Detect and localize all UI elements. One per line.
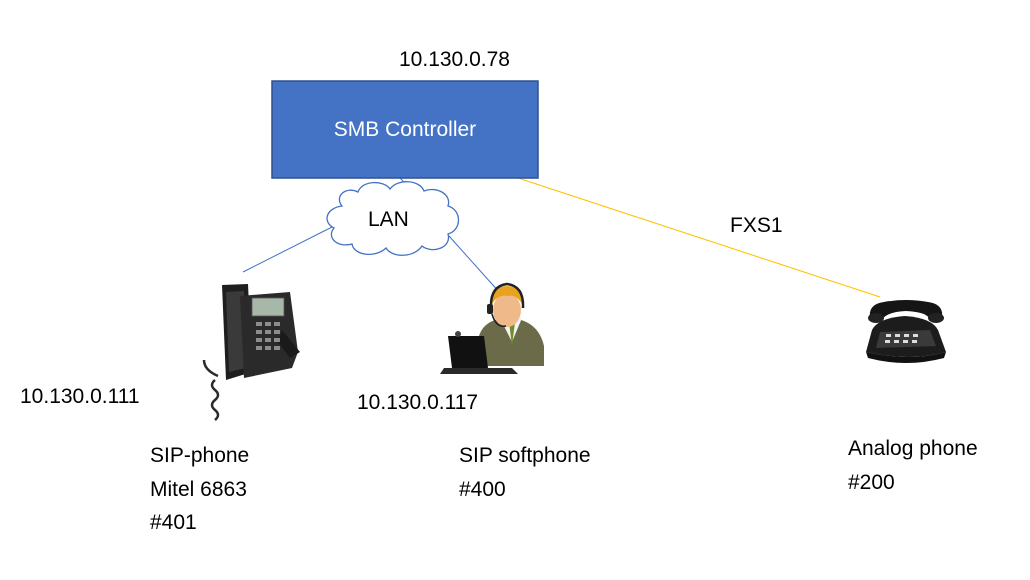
softphone-extension: #400 — [459, 478, 506, 501]
lan-cloud-icon — [326, 181, 460, 256]
sip-phone-name-line1: SIP-phone — [150, 444, 250, 467]
controller-label: SMB Controller — [333, 117, 477, 141]
fxs1-link-label: FXS1 — [730, 214, 783, 237]
analog-phone-name: Analog phone — [848, 437, 978, 460]
softphone-name: SIP softphone — [459, 444, 591, 467]
sip-phone-name-line2: Mitel 6863 — [150, 478, 247, 501]
controller-ip-label: 10.130.0.78 — [399, 48, 510, 71]
softphone-ip-label: 10.130.0.117 — [357, 391, 479, 414]
analog-phone-extension: #200 — [848, 471, 895, 494]
lan-to-softphone-link — [448, 235, 501, 294]
smb-controller-box — [271, 80, 539, 179]
fxs1-link — [517, 177, 881, 298]
lan-to-sip-phone-link — [242, 225, 335, 273]
headset-user-laptop-icon — [440, 282, 544, 374]
lan-cloud-label: LAN — [368, 208, 409, 231]
analog-telephone-icon — [866, 300, 946, 363]
sip-phone-extension: #401 — [150, 511, 197, 534]
desk-ip-phone-icon — [202, 284, 300, 421]
sip-phone-ip-label: 10.130.0.111 — [20, 385, 140, 408]
